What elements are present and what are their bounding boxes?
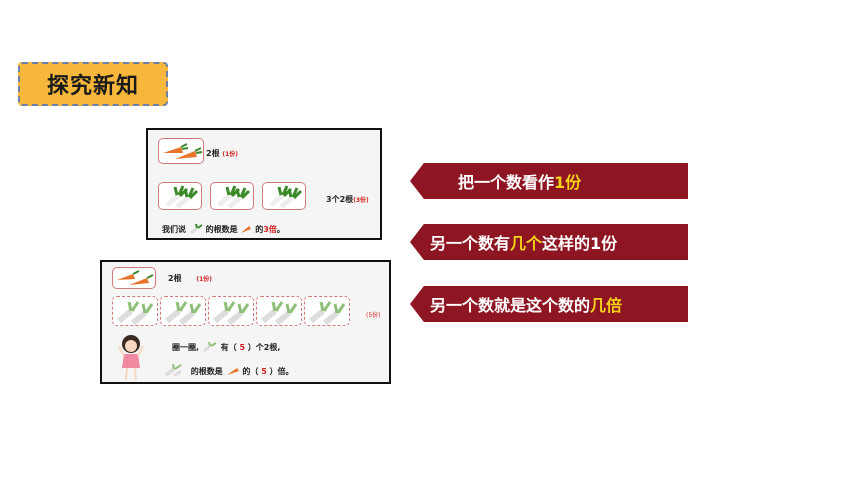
times-sentence: 的根数是 的（ 5 ）倍。	[164, 362, 294, 378]
radish-group-box	[210, 182, 254, 210]
radish-icon	[165, 301, 202, 325]
relation-sentence: 我们说 的根数是 的3倍。	[162, 223, 285, 235]
row1-label: 2根 (1份)	[168, 274, 213, 283]
radish-group-box	[112, 296, 158, 326]
carrot-icon	[241, 226, 252, 233]
carrot-icon	[163, 143, 203, 159]
radish-icon	[117, 301, 154, 325]
radish-icon	[217, 185, 251, 209]
radish-group-box	[158, 182, 202, 210]
radish-icon	[213, 301, 250, 325]
row2-note: (5份)	[366, 312, 381, 319]
example-panel-1: 2根 (1份) 3个2根(3份) 我们说 的根数是 的3倍。	[146, 128, 382, 240]
radish-icon	[164, 363, 182, 378]
radish-group-box	[256, 296, 302, 326]
banner-highlight: 几个	[510, 234, 543, 253]
radish-icon	[269, 185, 303, 209]
carrot-group-box	[112, 267, 156, 289]
banner-highlight: 1份	[554, 173, 582, 192]
banner-highlight: 几倍	[590, 296, 623, 315]
banner-times: 另一个数就是这个数的几倍	[410, 286, 688, 322]
radish-group-box	[262, 182, 306, 210]
row1-label: 2根 (1份)	[206, 149, 239, 158]
banner-how-many: 另一个数有几个这样的1份	[410, 224, 688, 260]
carrot-group-box	[158, 138, 204, 164]
section-title-badge: 探究新知	[18, 62, 168, 106]
radish-group-box	[304, 296, 350, 326]
radish-group-box	[160, 296, 206, 326]
banner-text: 这样的1份	[542, 234, 618, 253]
radish-group-box	[208, 296, 254, 326]
radish-icon	[189, 223, 203, 235]
section-title: 探究新知	[46, 74, 139, 99]
carrot-icon	[226, 368, 239, 375]
row2-label: 3个2根(3份)	[326, 195, 369, 204]
carrot-icon	[117, 270, 154, 285]
radish-icon	[309, 301, 346, 325]
banner-text: 另一个数就是这个数的	[430, 296, 591, 315]
girl-icon	[118, 335, 144, 381]
radish-icon	[165, 185, 199, 209]
circle-instruction: 圈一圈, 有（ 5 ）个2根,	[172, 341, 281, 353]
example-panel-2: 2根 (1份) (5份) 圈一圈, 有（ 5 ）个2根, 的根数是 的（ 5 ）…	[100, 260, 391, 384]
banner-text: 另一个数有	[430, 234, 511, 253]
radish-icon	[261, 301, 298, 325]
radish-icon	[202, 341, 217, 353]
banner-text: 把一个数看作	[458, 173, 555, 192]
